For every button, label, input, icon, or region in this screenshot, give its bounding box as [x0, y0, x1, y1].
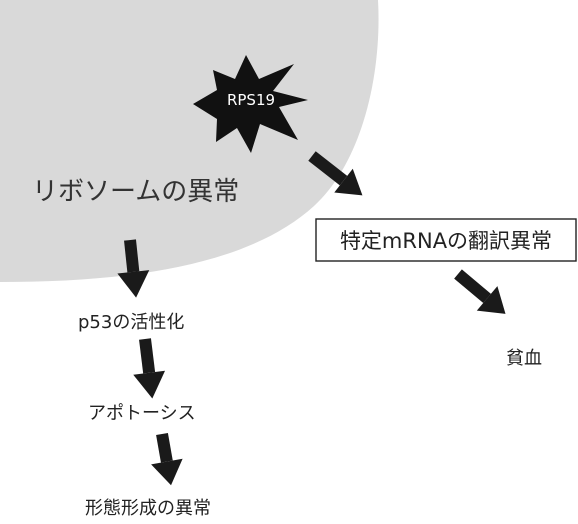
ribosome-abnormality-label: リボソームの異常: [32, 177, 239, 207]
p53-activation-label: p53の活性化: [78, 312, 184, 333]
translation-abnormality-label: 特定mRNAの翻訳異常: [340, 229, 552, 253]
arrow-apoptosis-to-morphogenesis: [151, 432, 183, 486]
apoptosis-label: アポトーシス: [88, 403, 196, 424]
rps19-label: RPS19: [227, 91, 275, 109]
arrow-translation-to-anemia: [454, 269, 506, 314]
arrow-ribosome-to-p53: [117, 239, 150, 298]
anemia-label: 貧血: [506, 348, 542, 369]
translation-abnormality-box: [315, 218, 577, 262]
arrow-p53-to-apoptosis: [133, 338, 166, 399]
rps19-burst: RPS19: [193, 55, 308, 153]
morphogenesis-abnormality-label: 形態形成の異常: [85, 498, 211, 519]
arrow-rps19-to-translation: [308, 151, 363, 196]
burst-shape: [193, 55, 308, 153]
